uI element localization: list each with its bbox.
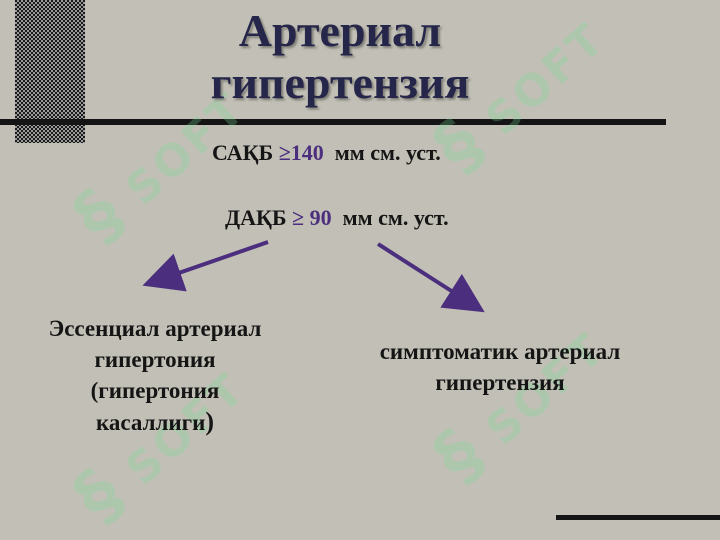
diastolic-threshold: ДАҚБ ≥ 90 мм см. уст. [225, 205, 449, 231]
systolic-unit: мм см. уст. [334, 140, 441, 165]
diastolic-value: ≥ 90 [292, 205, 332, 230]
arrow-right-icon [376, 242, 485, 313]
diastolic-unit: мм см. уст. [342, 205, 449, 230]
diastolic-label: ДАҚБ [225, 205, 293, 230]
symptomatic-hypertension-text: симптоматик артериал гипертензия [379, 339, 621, 395]
systolic-value: ≥140 [278, 140, 324, 165]
arrow-left-icon [142, 240, 269, 292]
slide-title-line-1: Артериал [238, 5, 442, 56]
slide-title-line-2: гипертензия [210, 57, 470, 108]
essential-hypertension-text: Эссенциал артериал гипертония (гипертони… [48, 316, 262, 436]
top-divider [0, 119, 666, 125]
systolic-threshold: САҚБ ≥140 мм см. уст. [212, 140, 441, 166]
bottom-divider [556, 515, 720, 520]
systolic-label: САҚБ [212, 140, 279, 165]
